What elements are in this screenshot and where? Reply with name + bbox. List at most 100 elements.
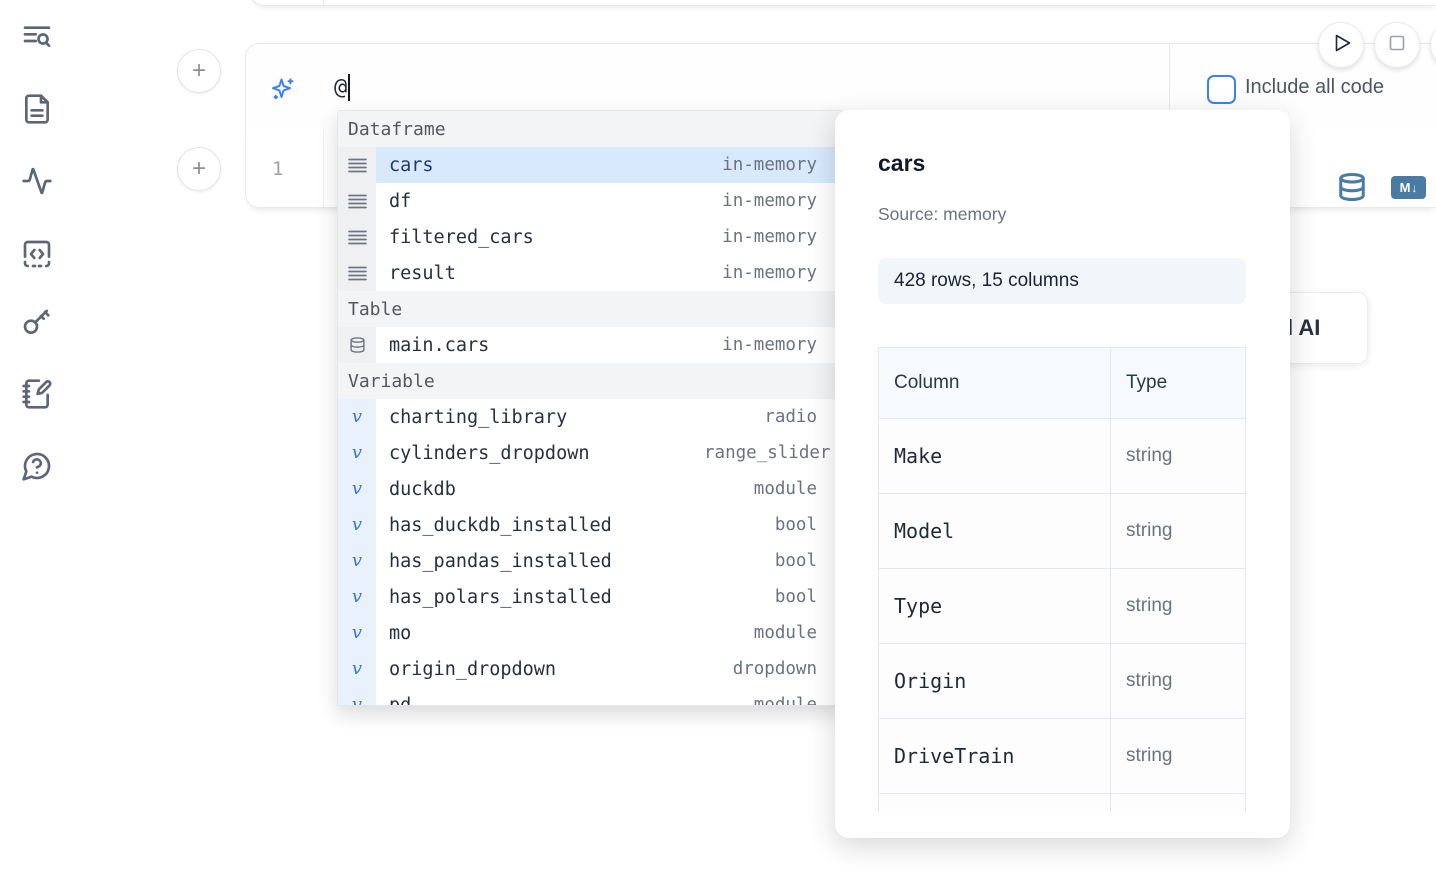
- autocomplete-item-origin_dropdown[interactable]: v origin_dropdown dropdown: [338, 651, 842, 687]
- autocomplete-item-content: origin_dropdown dropdown: [376, 651, 842, 687]
- schema-column-name: DriveTrain: [894, 744, 1015, 768]
- sidebar-item-help[interactable]: [20, 451, 54, 485]
- autocomplete-section-header: Table: [338, 291, 842, 327]
- autocomplete-item-name: result: [389, 262, 456, 284]
- autocomplete-item-meta: in-memory: [722, 191, 817, 211]
- datasource-icon[interactable]: [1337, 172, 1367, 202]
- schema-header-type: Type: [1126, 372, 1168, 393]
- add-cell-below-button[interactable]: +: [177, 147, 221, 191]
- autocomplete-item-meta: bool: [774, 551, 817, 571]
- autocomplete-item-gutter: [338, 255, 376, 291]
- variable-icon: v: [351, 694, 363, 706]
- autocomplete-item-cylinders_dropdown[interactable]: v cylinders_dropdown range_slider: [338, 435, 842, 471]
- sidebar-item-toc[interactable]: [20, 22, 54, 56]
- sparkles-icon: [269, 75, 297, 103]
- schema-row-partial: [879, 793, 1245, 812]
- code-gutter-divider: [323, 130, 324, 207]
- autocomplete-section-header: Dataframe: [338, 111, 842, 147]
- stop-cell-button[interactable]: [1374, 22, 1420, 68]
- autocomplete-item-name: mo: [389, 622, 412, 644]
- autocomplete-item-name: duckdb: [389, 478, 456, 500]
- schema-column-type: string: [1126, 595, 1173, 616]
- schema-header-column: Column: [879, 348, 1111, 418]
- autocomplete-item-gutter: v: [338, 471, 376, 507]
- autocomplete-item-meta: dropdown: [732, 659, 817, 679]
- add-cell-above-button[interactable]: +: [177, 49, 221, 93]
- autocomplete-item-meta: in-memory: [722, 227, 817, 247]
- autocomplete-item-duckdb[interactable]: v duckdb module: [338, 471, 842, 507]
- preview-source: Source: memory: [878, 204, 1007, 224]
- previous-cell-gutter-divider: [323, 0, 324, 5]
- markdown-m: M: [1399, 180, 1411, 195]
- autocomplete-item-meta: module: [753, 623, 817, 643]
- autocomplete-item-name: has_pandas_installed: [389, 550, 612, 572]
- line-number: 1: [272, 157, 284, 180]
- ai-prompt-input[interactable]: @: [334, 44, 351, 131]
- dataframe-preview-panel: cars Source: memory 428 rows, 15 columns…: [835, 110, 1290, 838]
- autocomplete-item-content: has_pandas_installed bool: [376, 543, 842, 579]
- autocomplete-item-gutter: v: [338, 651, 376, 687]
- include-all-code-checkbox[interactable]: [1207, 75, 1236, 104]
- markdown-convert-icon[interactable]: M↓: [1391, 176, 1426, 199]
- autocomplete-item-has_pandas_installed[interactable]: v has_pandas_installed bool: [338, 543, 842, 579]
- autocomplete-item-gutter: v: [338, 543, 376, 579]
- autocomplete-section-header: Variable: [338, 363, 842, 399]
- plus-icon: +: [191, 155, 206, 182]
- sidebar-item-snippets[interactable]: [20, 239, 54, 273]
- autocomplete-item-gutter: v: [338, 435, 376, 471]
- run-cell-button[interactable]: [1318, 22, 1364, 68]
- dataframe-icon: [347, 266, 367, 281]
- sidebar-item-scratchpad[interactable]: [20, 378, 54, 413]
- autocomplete-item-name: origin_dropdown: [389, 658, 557, 680]
- autocomplete-item-gutter: v: [338, 579, 376, 615]
- sidebar-item-tracing[interactable]: [20, 166, 54, 200]
- variable-icon: v: [351, 406, 363, 427]
- dataframe-icon: [347, 230, 367, 245]
- file-text-icon: [21, 93, 53, 130]
- autocomplete-item-name: pd: [389, 694, 412, 706]
- autocomplete-item-content: pd module: [376, 687, 842, 706]
- autocomplete-item-gutter: [338, 327, 376, 363]
- autocomplete-item-meta: range_slider: [704, 443, 831, 463]
- variable-icon: v: [351, 478, 363, 499]
- autocomplete-item-name: cylinders_dropdown: [389, 442, 590, 464]
- shape-badge-text: 428 rows, 15 columns: [894, 270, 1079, 291]
- preview-title: cars: [878, 150, 926, 176]
- schema-header-row: Column Type: [879, 348, 1245, 418]
- autocomplete-item-content: mo module: [376, 615, 842, 651]
- text-cursor: [348, 74, 351, 101]
- variable-icon: v: [351, 550, 363, 571]
- sidebar-item-files[interactable]: [20, 93, 54, 130]
- autocomplete-item-gutter: [338, 219, 376, 255]
- autocomplete-item-meta: in-memory: [722, 335, 817, 355]
- sidebar-item-secrets[interactable]: [20, 307, 54, 341]
- autocomplete-item-content: duckdb module: [376, 471, 842, 507]
- variable-icon: v: [351, 514, 363, 535]
- include-all-code-label: Include all code: [1245, 76, 1384, 98]
- autocomplete-item-pd[interactable]: v pd module: [338, 687, 842, 706]
- schema-column-name: Type: [894, 594, 943, 618]
- autocomplete-item-gutter: [338, 147, 376, 183]
- autocomplete-item-meta: module: [753, 479, 817, 499]
- schema-column-type: string: [1126, 445, 1173, 466]
- autocomplete-item-meta: module: [753, 695, 817, 706]
